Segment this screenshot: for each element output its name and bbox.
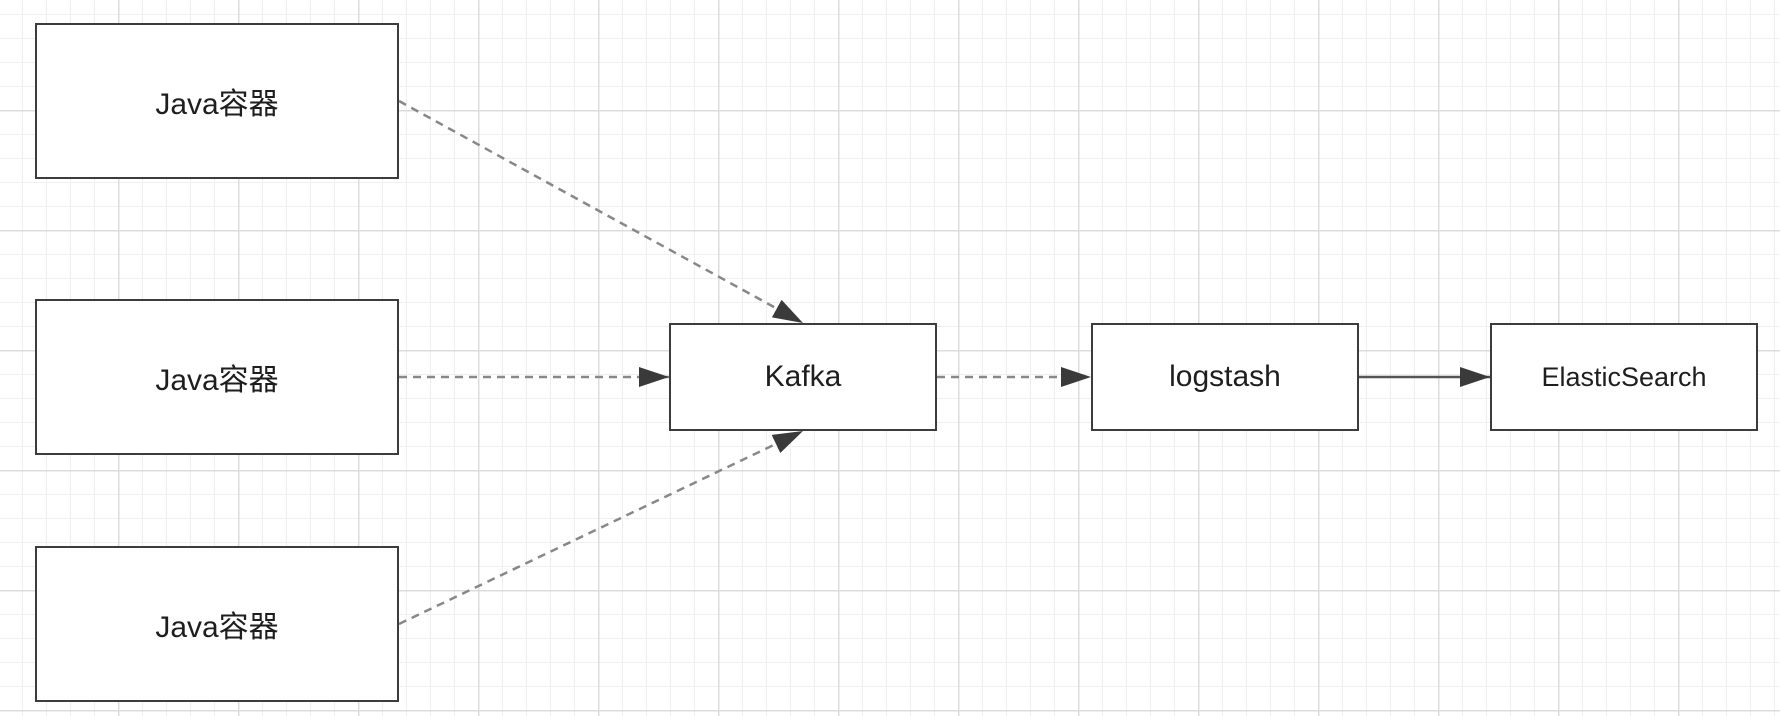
elasticsearch-label: ElasticSearch — [1541, 361, 1707, 392]
edge-java3-to-kafka — [398, 429, 804, 626]
java-container-node-1[interactable]: Java容器 — [35, 23, 399, 179]
edge-java1-to-kafka — [398, 99, 804, 325]
kafka-node[interactable]: Kafka — [669, 323, 937, 431]
logstash-node[interactable]: logstash — [1091, 323, 1359, 431]
edge-group — [398, 99, 1490, 626]
java-container-node-2[interactable]: Java容器 — [35, 299, 399, 455]
java-container-label-3: Java容器 — [155, 611, 279, 644]
elasticsearch-node[interactable]: ElasticSearch — [1490, 323, 1758, 431]
logstash-label: logstash — [1169, 360, 1281, 393]
java-container-node-3[interactable]: Java容器 — [35, 546, 399, 702]
kafka-label: Kafka — [764, 360, 842, 393]
java-container-label-1: Java容器 — [155, 88, 279, 121]
java-container-label-2: Java容器 — [155, 364, 279, 397]
